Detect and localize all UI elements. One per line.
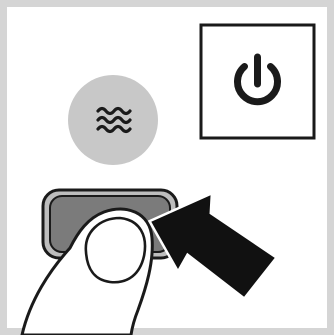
press-arrow-icon bbox=[152, 196, 274, 296]
fingernail bbox=[86, 218, 145, 282]
water-mode-button[interactable] bbox=[68, 75, 158, 165]
power-button[interactable] bbox=[201, 25, 314, 138]
